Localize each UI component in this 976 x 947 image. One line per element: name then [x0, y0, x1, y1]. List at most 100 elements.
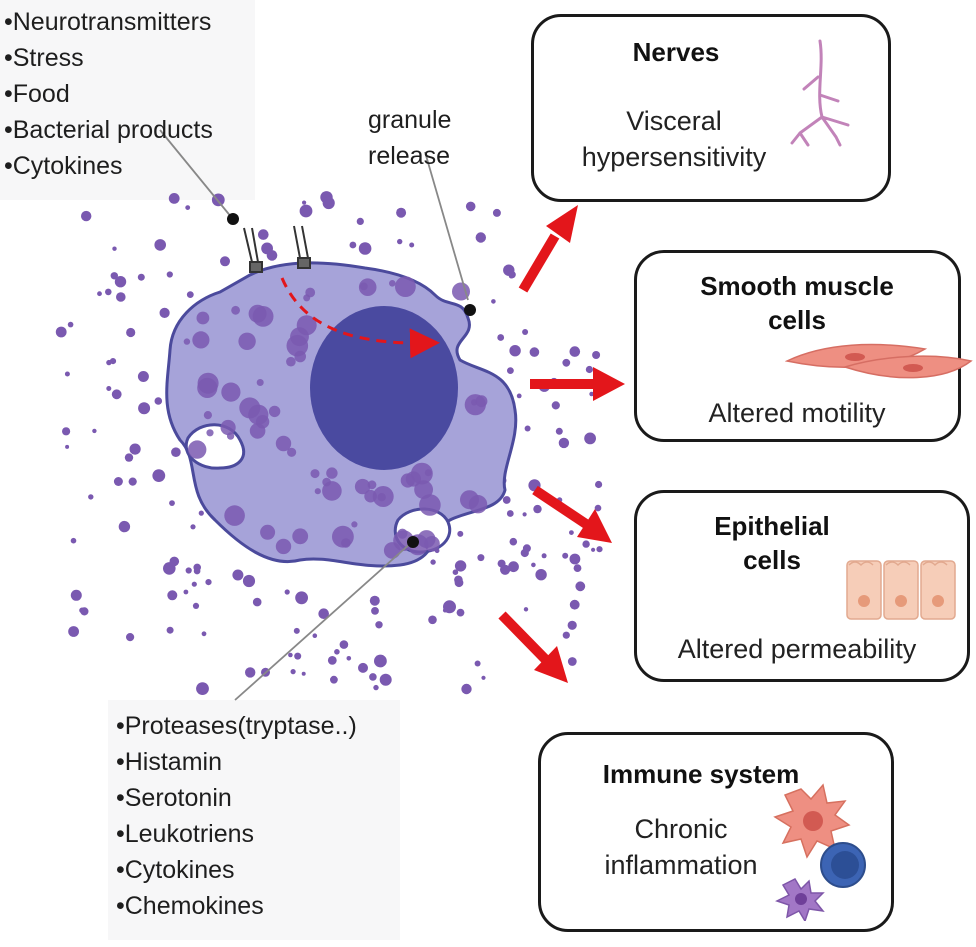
granule-dot [318, 608, 330, 619]
granule-dot [286, 356, 296, 367]
granule-dot [220, 256, 230, 267]
granule-dot [288, 652, 293, 658]
granule-dot [224, 505, 245, 526]
granule-dot [356, 217, 364, 225]
granule-dot [185, 567, 192, 574]
granule-dot [369, 673, 377, 681]
receptor [243, 225, 311, 273]
granule-dot [111, 389, 122, 400]
granule-dot [239, 397, 261, 419]
granule-dot [256, 379, 264, 386]
granule-dot [396, 207, 407, 218]
granule-dot [295, 591, 308, 605]
granule-dot [201, 631, 207, 637]
granule-dot [190, 524, 196, 530]
epithelial-cells-icon [846, 560, 956, 620]
mediator-item: •Proteases(tryptase..) [116, 712, 357, 740]
mediator-list-panel [108, 700, 400, 940]
granule-dot [65, 444, 70, 449]
granule-dot [303, 294, 311, 302]
granule-dot [334, 649, 340, 655]
granule-dot [395, 276, 416, 297]
granule-dot [367, 480, 377, 490]
signal-dashed-arrow [280, 277, 440, 359]
pointer-lines [159, 129, 469, 701]
granule-dot [397, 528, 408, 539]
trigger-item: •Bacterial products [4, 116, 213, 144]
granule-dot [359, 282, 368, 291]
granule-dot [562, 631, 570, 639]
immune-cells-icon [773, 783, 866, 921]
granule-dot [535, 569, 547, 581]
granule-dot [582, 540, 590, 548]
granule-dot [520, 548, 529, 558]
granule-dot [375, 621, 383, 629]
granule-dot [106, 359, 112, 366]
granule-dot [551, 401, 560, 410]
granule-dot [252, 597, 262, 607]
granule-dot [533, 504, 542, 514]
granule-dot [198, 510, 204, 516]
granule-dot [185, 205, 191, 211]
granule-dot [508, 271, 516, 279]
epithelial-box: Epithelial cells Altered permeability [634, 490, 970, 682]
granule-dot [97, 291, 102, 297]
granule-dot [128, 477, 137, 486]
granule-dot [330, 675, 338, 684]
granule-dot [522, 512, 527, 517]
granule-dot [456, 608, 465, 617]
granule-dot [569, 346, 581, 357]
granule-dot [129, 443, 141, 455]
granule-dot [481, 675, 486, 680]
granule-dot [268, 405, 281, 418]
cytoplasmic-granules [183, 276, 488, 559]
granule-dot [284, 589, 290, 595]
granule-dot [255, 415, 270, 429]
granule-dot [349, 241, 357, 249]
granule-dot [457, 530, 464, 537]
effect-arrows [498, 205, 625, 683]
granule-dot [354, 478, 371, 495]
granule-dot [424, 469, 432, 477]
granule-dot [80, 607, 89, 616]
trigger-item: •Food [4, 80, 70, 108]
granule-dot [112, 246, 117, 251]
granule-dot [541, 553, 547, 559]
granule-dot [105, 288, 112, 296]
granule-dot [358, 662, 368, 673]
granule-dot [290, 669, 296, 675]
granule-dot [397, 238, 403, 245]
granule-dot [327, 656, 337, 665]
granule-dot [152, 469, 166, 482]
granule-dot [169, 500, 175, 506]
granule-dot [55, 326, 67, 338]
mediator-item: •Chemokines [116, 892, 264, 920]
trigger-item: •Stress [4, 44, 84, 72]
granule-dot [92, 428, 97, 434]
granule-dot [460, 490, 479, 510]
granule-dot [171, 447, 181, 458]
granule-dot [477, 554, 485, 562]
granule-dot [452, 282, 470, 301]
granule-dot [294, 652, 302, 660]
granule-dot [454, 575, 463, 585]
granule-dot [126, 633, 135, 642]
granule-release-label: granule release [368, 106, 452, 170]
granule-dot [492, 208, 501, 217]
trigger-item: •Neurotransmitters [4, 8, 212, 36]
granule-dot [374, 654, 387, 668]
granule-dot [596, 546, 603, 553]
immune-title: Immune system [602, 759, 800, 789]
granule-dot [419, 494, 441, 516]
dendritic-cell-icon [775, 878, 825, 921]
mediator-item: •Histamin [116, 748, 222, 776]
granule-dot [62, 427, 71, 436]
epithelial-title: Epithelial cells [714, 511, 830, 575]
granule-dot [275, 435, 292, 452]
granule-dot [506, 510, 514, 517]
granule-dot [166, 271, 173, 278]
granule-dot [379, 673, 392, 686]
granule-dot [196, 311, 210, 325]
granule-dot [88, 494, 94, 500]
